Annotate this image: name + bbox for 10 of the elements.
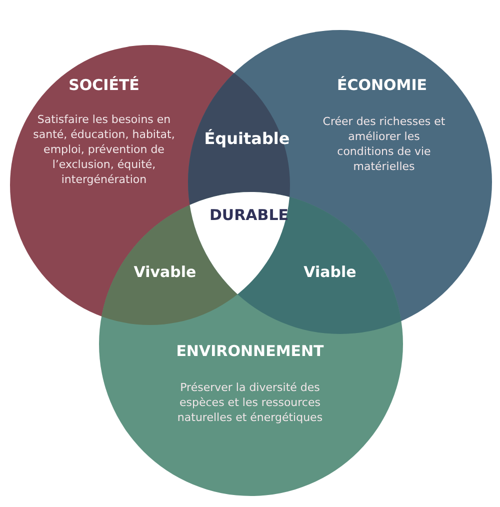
circle-heading: ÉCONOMIE [336, 76, 428, 94]
circle-description: Créer des richesses et améliorer les conditions de vie matérielles [322, 114, 446, 174]
overlap-label: Viable [270, 263, 390, 281]
circle-heading: SOCIÉTÉ [68, 76, 140, 94]
circle-description: Satisfaire les besoins en santé, éducation, habitat, emploi, prévention de l’exclusion, équité, intergénération [32, 112, 176, 187]
overlap-label: DURABLE [189, 206, 309, 224]
circle-heading: ENVIRONNEMENT [175, 342, 325, 360]
overlap-label: Vivable [105, 263, 225, 281]
circle-description: Préserver la diversité des espèces et les ressources naturelles et énergétiques [176, 380, 324, 425]
overlap-label: Équitable [187, 129, 307, 148]
